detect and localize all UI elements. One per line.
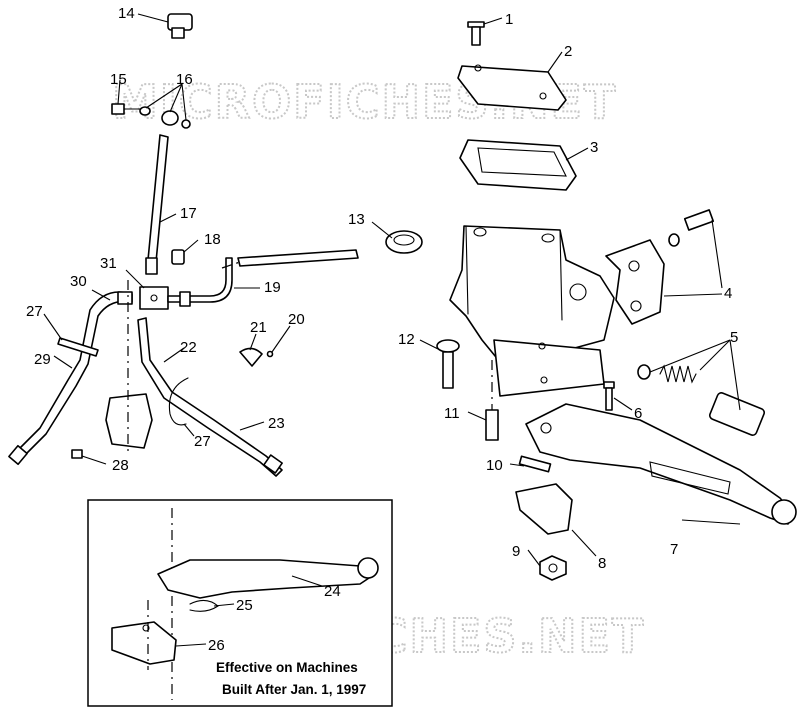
inset-note-line-1: Effective on Machines: [216, 660, 358, 675]
inset-box: [87, 499, 393, 707]
part-8-lever-pad: [515, 483, 573, 535]
part-17-brake-line: [145, 134, 169, 275]
callout-7: 7: [670, 541, 678, 558]
part-21-clip: [239, 347, 263, 367]
callout-2: 2: [564, 43, 572, 60]
part-27-clip-right: [168, 377, 189, 426]
callout-22: 22: [180, 339, 197, 356]
part-29-30-hose: [8, 291, 133, 466]
part-14-fitting: [167, 13, 193, 39]
master-cylinder-body: [449, 225, 615, 397]
callout-16: 16: [176, 71, 193, 88]
callout-4: 4: [724, 285, 732, 302]
part-27-clip-left: [57, 337, 99, 357]
callout-26: 26: [208, 637, 225, 654]
part-18-fitting: [171, 249, 185, 265]
part-22-23-hose: [137, 317, 283, 477]
callout-10: 10: [486, 457, 503, 474]
callout-labels: 1 2 3 4 5 6 7 8 9 10 11 12 13 14 15 16 1…: [26, 5, 738, 654]
callout-29: 29: [34, 351, 51, 368]
part-9-nut: [539, 555, 567, 581]
part-3-gasket: [459, 139, 577, 191]
part-6-pin: [603, 381, 615, 411]
callout-9: 9: [512, 543, 520, 560]
callout-17: 17: [180, 205, 197, 222]
part-13-cap: [385, 230, 423, 254]
callout-8: 8: [598, 555, 606, 572]
part-26-pad: [111, 621, 177, 665]
part-7-brake-lever: [525, 403, 797, 525]
callout-18: 18: [204, 231, 221, 248]
callout-27-right: 27: [194, 433, 211, 450]
callout-21: 21: [250, 319, 267, 336]
callout-19: 19: [264, 279, 281, 296]
callout-23: 23: [268, 415, 285, 432]
part-12-bolt: [436, 339, 460, 389]
part-1-screw: [467, 21, 485, 46]
callout-14: 14: [118, 5, 135, 22]
part-31-junction-block: [139, 286, 169, 310]
callout-24: 24: [324, 583, 341, 600]
callout-3: 3: [590, 139, 598, 156]
callout-28: 28: [112, 457, 129, 474]
part-5-piston-kit: [637, 364, 766, 436]
part-11-screw: [485, 360, 499, 441]
callout-25: 25: [236, 597, 253, 614]
callout-15: 15: [110, 71, 127, 88]
leader-lines: [43, 13, 741, 647]
callout-30: 30: [70, 273, 87, 290]
inset-note-line-2: Built After Jan. 1, 1997: [222, 682, 366, 697]
part-24-lever: [157, 559, 373, 599]
part-10-adjuster-screw: [518, 455, 552, 473]
callout-13: 13: [348, 211, 365, 228]
callout-5: 5: [730, 329, 738, 346]
callout-27-left: 27: [26, 303, 43, 320]
callout-31: 31: [100, 255, 117, 272]
part-19-brake-line: [167, 249, 359, 307]
callout-11: 11: [444, 405, 460, 422]
callout-12: 12: [398, 331, 415, 348]
callout-20: 20: [288, 311, 305, 328]
callout-6: 6: [634, 405, 642, 422]
part-28-bracket: [71, 280, 153, 459]
callout-1: 1: [505, 11, 513, 28]
part-4-clamp: [605, 209, 715, 325]
part-20-screw: [266, 350, 274, 358]
